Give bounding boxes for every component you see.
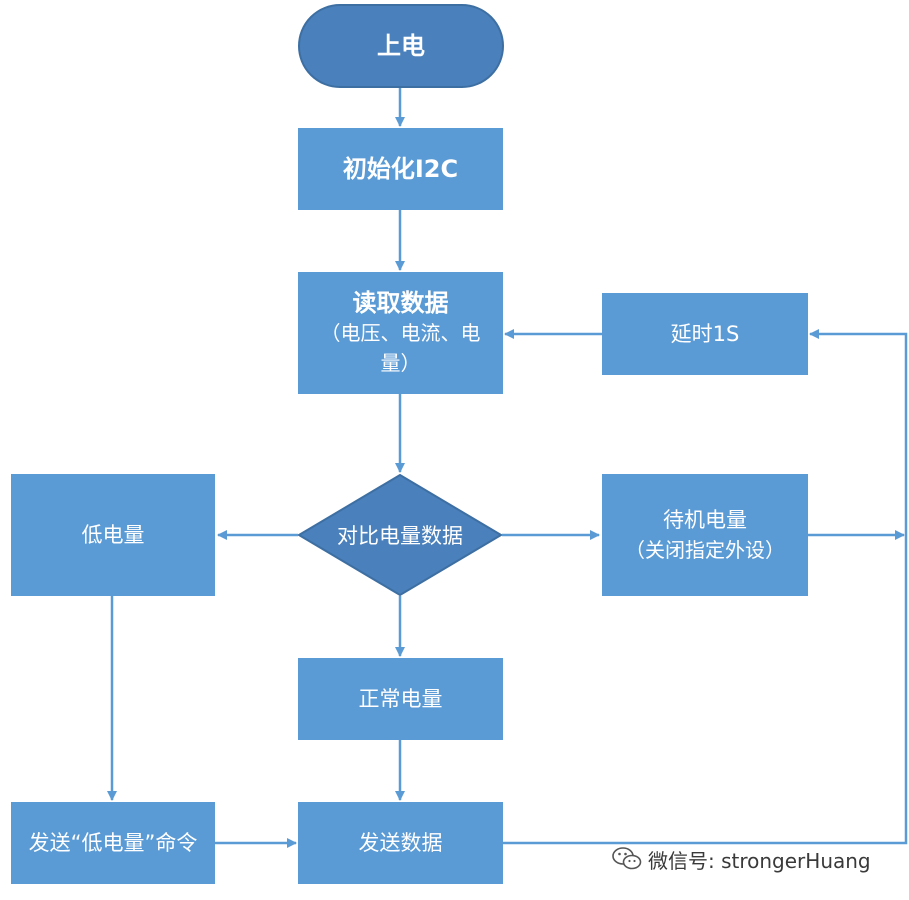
node-low-battery: 低电量 <box>11 474 215 596</box>
node-send-data-label: 发送数据 <box>358 831 443 855</box>
watermark-text: 微信号: strongerHuang <box>648 848 871 873</box>
node-init-i2c: 初始化I2C <box>298 128 503 210</box>
node-read-data: 读取数据 （电压、电流、电量） <box>298 272 503 394</box>
node-delay-label: 延时1S <box>670 322 740 346</box>
watermark: 微信号: strongerHuang <box>612 842 871 876</box>
wechat-icon <box>612 847 642 870</box>
node-read-data-title: 读取数据 <box>352 289 449 317</box>
node-power-on-label: 上电 <box>377 32 425 60</box>
node-compare: 对比电量数据 <box>298 474 502 596</box>
node-send-low-cmd: 发送“低电量”命令 <box>11 802 215 884</box>
node-send-low-cmd-label: 发送“低电量”命令 <box>28 831 198 855</box>
node-delay: 延时1S <box>602 293 808 375</box>
arrow-send-loop-to-delay <box>503 329 908 845</box>
node-standby-title: 待机电量 <box>663 508 747 532</box>
node-compare-label: 对比电量数据 <box>337 524 463 548</box>
node-low-battery-label: 低电量 <box>81 523 145 547</box>
node-standby-detail: （关闭指定外设） <box>625 538 785 562</box>
node-send-data: 发送数据 <box>298 802 503 884</box>
node-init-i2c-label: 初始化I2C <box>342 155 459 183</box>
node-read-data-detail: （电压、电流、电量） <box>320 321 481 375</box>
diamond-shape <box>298 474 502 596</box>
node-normal-label: 正常电量 <box>358 687 443 711</box>
node-power-on: 上电 <box>298 4 504 88</box>
node-normal: 正常电量 <box>298 658 503 740</box>
node-standby: 待机电量 （关闭指定外设） <box>602 474 808 596</box>
